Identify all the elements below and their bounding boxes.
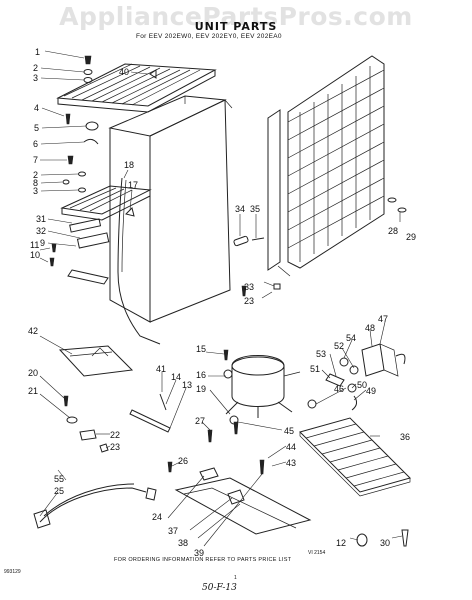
callout-25: 25 [54, 486, 64, 496]
callout-5: 5 [34, 123, 39, 133]
callout-18: 18 [124, 160, 134, 170]
callout-12: 12 [336, 538, 346, 548]
callout-29: 29 [406, 232, 416, 242]
callout-8: 8 [33, 178, 38, 188]
callout-47: 47 [378, 314, 388, 324]
callout-23: 23 [244, 296, 254, 306]
callout-32: 32 [36, 226, 46, 236]
callout-13: 13 [182, 380, 192, 390]
callout-51: 51 [310, 364, 320, 374]
compressor [225, 355, 301, 418]
callout-38: 38 [178, 538, 188, 548]
drain-pan [58, 345, 134, 377]
callout-31: 31 [36, 214, 46, 224]
evaporator-coil-lower [60, 185, 152, 221]
callout-36: 36 [400, 432, 410, 442]
callout-16: 16 [196, 370, 206, 380]
compressor-mounts [207, 349, 239, 443]
callout-2b: 2 [33, 170, 38, 180]
callout-49: 49 [366, 386, 376, 396]
wiring-harness [33, 393, 171, 529]
callout-21: 21 [28, 386, 38, 396]
callout-44: 44 [286, 442, 296, 452]
callout-27: 27 [195, 416, 205, 426]
model-subtitle: For EEV 202EW0, EEV 202EY0, EEV 202EA0 [136, 33, 282, 40]
refrigerant-tubing [117, 177, 161, 345]
callout-19: 19 [196, 384, 206, 394]
callout-22: 22 [110, 430, 120, 440]
callout-4: 4 [34, 103, 39, 113]
callout-3: 3 [33, 73, 38, 83]
callout-10: 10 [30, 250, 40, 260]
leader-lines [39, 50, 403, 547]
callout-1: 1 [35, 47, 40, 57]
ordering-note: FOR ORDERING INFORMATION REFER TO PARTS … [114, 557, 292, 563]
callout-20: 20 [28, 368, 38, 378]
callout-48: 48 [365, 323, 375, 333]
handwritten-note: 50-F-13 [202, 583, 237, 593]
drawing-code: VI 2154 [308, 550, 326, 556]
callout-55: 55 [54, 474, 64, 484]
callout-34: 34 [235, 204, 245, 214]
callout-17: 17 [128, 180, 138, 190]
small-parts-right [233, 197, 407, 290]
callout-7: 7 [33, 155, 38, 165]
callout-24: 24 [152, 512, 162, 522]
callout-14: 14 [171, 372, 181, 382]
callout-39: 39 [194, 548, 204, 558]
callout-6: 6 [33, 139, 38, 149]
callout-2: 2 [33, 63, 38, 73]
callout-37: 37 [168, 526, 178, 536]
callout-40: 40 [119, 67, 129, 77]
callout-50: 50 [357, 380, 367, 390]
evaporator-coil-top [56, 63, 217, 113]
base-frame [174, 459, 312, 535]
callout-9: 9 [40, 238, 45, 248]
callout-33: 33 [244, 282, 254, 292]
callout-15: 15 [196, 344, 206, 354]
page-number: 1 [234, 575, 237, 581]
callout-labels: 1 2 3 4 5 6 7 2 8 3 31 32 9 11 10 40 18 … [28, 47, 416, 558]
misc-clips [63, 285, 409, 547]
page-title: UNIT PARTS [194, 20, 278, 33]
callout-28: 28 [388, 226, 398, 236]
callout-11: 11 [30, 240, 39, 250]
callout-3b: 3 [33, 186, 38, 196]
callout-52: 52 [334, 341, 344, 351]
cabinet-liner [108, 95, 233, 323]
callout-26: 26 [178, 456, 188, 466]
callout-42: 42 [28, 326, 38, 336]
small-parts-left [49, 55, 157, 285]
callout-30: 30 [380, 538, 390, 548]
condenser-coil [267, 55, 385, 277]
callout-46: 46 [334, 384, 344, 394]
callout-53: 53 [316, 349, 326, 359]
callout-43: 43 [286, 458, 296, 468]
document-number: 993129 [4, 569, 21, 575]
callout-23b: 23 [110, 442, 120, 452]
callout-54: 54 [346, 333, 356, 343]
callout-45: 45 [284, 426, 294, 436]
callout-41: 41 [156, 364, 166, 374]
callout-35: 35 [250, 204, 260, 214]
lower-condenser [299, 417, 411, 497]
